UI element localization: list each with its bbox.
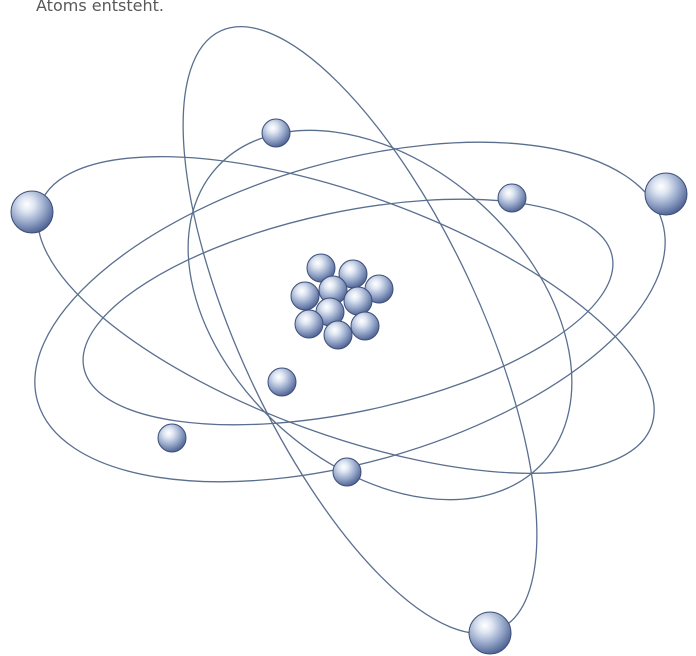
electron-sphere-icon: [158, 424, 186, 452]
electron-sphere-icon: [645, 173, 687, 215]
electron-sphere-icon: [262, 119, 290, 147]
nucleon: [324, 321, 352, 349]
nucleon: [351, 312, 379, 340]
orbit-ellipse-5: [116, 56, 644, 573]
electron-sphere-icon: [469, 612, 511, 654]
electron-sphere-icon: [268, 368, 296, 396]
electron-sphere-icon: [333, 458, 361, 486]
electron-sphere-icon: [11, 191, 53, 233]
nucleon: [295, 310, 323, 338]
electrons: [11, 119, 687, 654]
nucleon: [291, 282, 319, 310]
orbit-ellipse-3: [63, 158, 633, 466]
electron-sphere-icon: [498, 184, 526, 212]
atom-nucleus-icon: [291, 254, 393, 349]
nucleon: [344, 287, 372, 315]
